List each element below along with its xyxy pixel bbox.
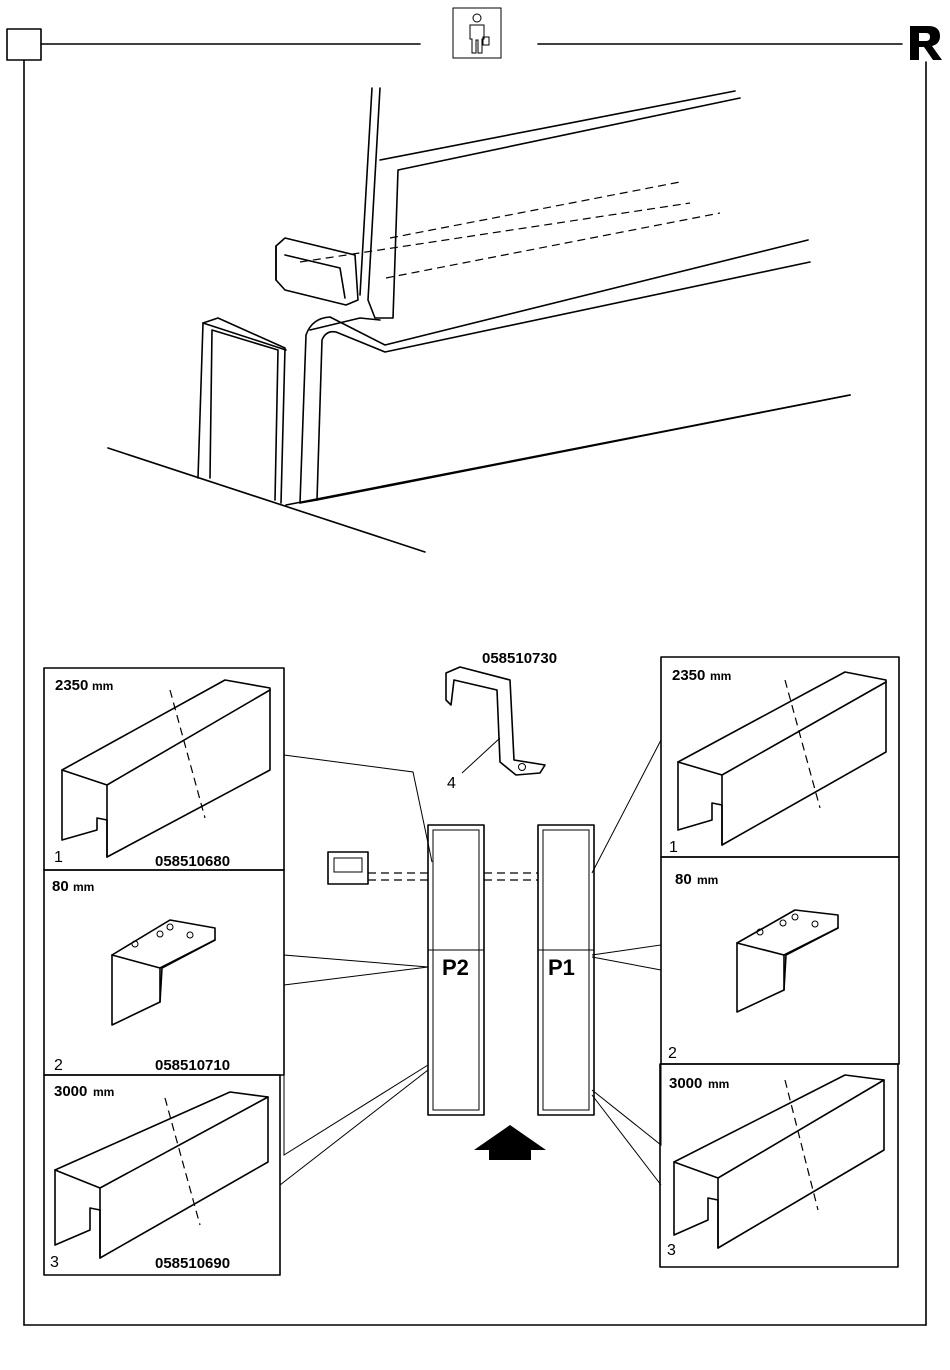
right-rail-2350-part	[678, 672, 886, 845]
right-p2-length: 80	[675, 871, 692, 888]
left-p2-code: 058510710	[155, 1057, 230, 1074]
left-p3-length: 3000	[54, 1083, 87, 1100]
left-parts-column: 2350 mm 1 058510680 80 mm 2 058510710 30…	[44, 668, 284, 1275]
right-p3-unit: mm	[708, 1077, 729, 1091]
right-p1-length: 2350	[672, 667, 705, 684]
right-p2-item: 2	[668, 1045, 677, 1062]
step-number-box	[7, 29, 41, 60]
left-p3-code: 058510690	[155, 1255, 230, 1272]
bracket-code: 058510730	[482, 650, 557, 667]
right-rail-3000-part	[674, 1075, 884, 1248]
left-p2-length: 80	[52, 878, 69, 895]
left-p1-length: 2350	[55, 677, 88, 694]
post-p2-label: P2	[442, 955, 469, 980]
plan-view: P2 P1	[280, 740, 661, 1185]
bracket-item-number: 4	[447, 775, 456, 792]
left-p1-unit: mm	[92, 679, 113, 693]
right-p3-length: 3000	[669, 1075, 702, 1092]
direction-arrow-up-icon	[474, 1125, 546, 1160]
right-p1-unit: mm	[710, 669, 731, 683]
left-p1-item: 1	[54, 849, 63, 866]
r-logo-icon	[910, 26, 942, 60]
person-with-toolbox-icon	[453, 8, 501, 58]
left-angle-plate-part	[112, 920, 215, 1025]
post-p1-label: P1	[548, 955, 575, 980]
right-p3-item: 3	[667, 1242, 676, 1259]
right-parts-column: 2350 mm 1 80 mm 2 3000 mm 3	[660, 657, 899, 1267]
left-rail-2350-part	[62, 680, 270, 857]
left-p3-unit: mm	[93, 1085, 114, 1099]
top-illustration	[108, 88, 850, 552]
left-p3-item: 3	[50, 1254, 59, 1271]
right-angle-plate-part	[737, 910, 838, 1012]
right-p1-item: 1	[669, 839, 678, 856]
left-p2-unit: mm	[73, 880, 94, 894]
left-p2-item: 2	[54, 1057, 63, 1074]
left-p1-code: 058510680	[155, 853, 230, 870]
bracket-part: 058510730 4	[446, 650, 557, 792]
right-p2-unit: mm	[697, 873, 718, 887]
left-rail-3000-part	[55, 1092, 268, 1258]
